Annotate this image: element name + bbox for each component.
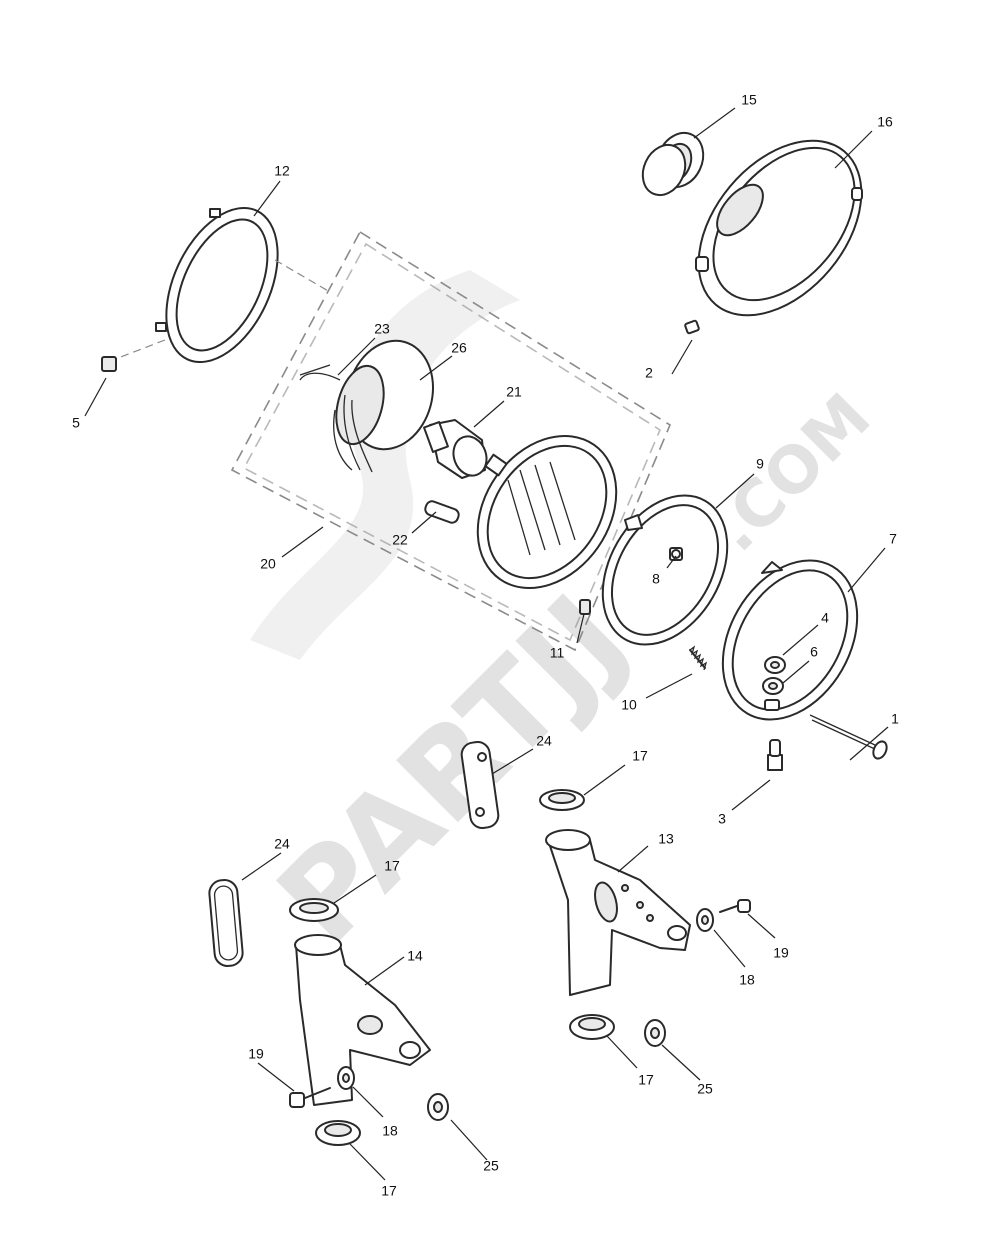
callout-23: 23	[374, 321, 390, 337]
callout-13: 13	[658, 831, 674, 847]
spacer-plate-upper	[460, 741, 500, 829]
callout-25a: 25	[697, 1081, 713, 1097]
callout-16: 16	[877, 114, 893, 130]
callout-17d: 17	[381, 1183, 397, 1199]
callout-26: 26	[451, 340, 467, 356]
trim-ring-guide	[274, 259, 331, 293]
shell-screw	[684, 319, 700, 335]
bulb-holder	[299, 339, 434, 473]
callout-labels: 1 2 3 4 5 6 7 8 9 10 11 12 13 14 15 16 1…	[72, 92, 899, 1199]
adjuster-spring	[689, 645, 708, 671]
pilot-bulb	[424, 500, 460, 524]
callout-4: 4	[821, 610, 829, 626]
upper-bracket-top-grommet	[539, 789, 585, 811]
callout-6: 6	[810, 644, 818, 660]
callout-9: 9	[756, 456, 764, 472]
callout-1: 1	[891, 711, 899, 727]
adjuster-grommet	[764, 656, 786, 674]
callout-20: 20	[260, 556, 276, 572]
bracket-washer-left	[337, 1066, 355, 1090]
callout-19b: 19	[248, 1046, 264, 1062]
headlight-unit-kit-boundary	[230, 230, 672, 652]
callout-22: 22	[392, 532, 408, 548]
bracket-bottom-washer-right	[644, 1019, 666, 1047]
callout-10: 10	[621, 697, 637, 713]
spacer-plate-lower	[208, 879, 244, 967]
callout-3: 3	[718, 811, 726, 827]
headlight-bracket-left	[294, 934, 431, 1106]
callout-19a: 19	[773, 945, 789, 961]
lower-bracket-bottom-grommet	[315, 1120, 361, 1146]
callout-21: 21	[506, 384, 522, 400]
callout-15: 15	[741, 92, 757, 108]
callout-24a: 24	[536, 733, 552, 749]
bracket-bolt-right	[719, 899, 751, 913]
trim-ring	[155, 206, 279, 364]
callout-17c: 17	[638, 1072, 654, 1088]
bracket-bolt-left	[289, 1087, 331, 1108]
leader-lines	[84, 107, 889, 1181]
callout-14: 14	[407, 948, 423, 964]
headlight-bracket-right	[545, 829, 691, 996]
housing-mounting-screw	[767, 739, 783, 771]
callout-12: 12	[274, 163, 290, 179]
adjuster-washer	[762, 677, 784, 695]
callout-7: 7	[889, 531, 897, 547]
clip	[101, 356, 117, 372]
callout-11: 11	[550, 645, 565, 661]
lower-bracket-top-grommet	[289, 898, 339, 922]
adjuster-nut	[579, 599, 591, 615]
callout-17a: 17	[632, 748, 648, 764]
headlight-bulb	[423, 419, 488, 479]
headlight-lens	[476, 434, 618, 590]
headlight-housing	[721, 559, 859, 721]
callout-18a: 18	[739, 972, 755, 988]
rim-screw	[669, 547, 683, 561]
headlight-rim	[601, 494, 729, 646]
upper-bracket-bottom-grommet	[569, 1014, 615, 1040]
trim-ring-guide-lower	[117, 339, 166, 359]
cable-grommet	[641, 131, 705, 197]
callout-18b: 18	[382, 1123, 398, 1139]
callout-8: 8	[652, 571, 660, 587]
callout-17b: 17	[384, 858, 400, 874]
long-bolt	[809, 714, 888, 760]
headlight-unit-kit-boundary-inner	[242, 242, 662, 642]
callout-25b: 25	[483, 1158, 499, 1174]
bracket-bottom-washer-left	[427, 1093, 449, 1121]
callout-5: 5	[72, 415, 80, 431]
callout-24b: 24	[274, 836, 290, 852]
bracket-washer-right	[696, 908, 714, 932]
callout-2: 2	[645, 365, 653, 381]
watermark-swoosh	[250, 270, 520, 660]
headlight-shell	[695, 139, 863, 317]
